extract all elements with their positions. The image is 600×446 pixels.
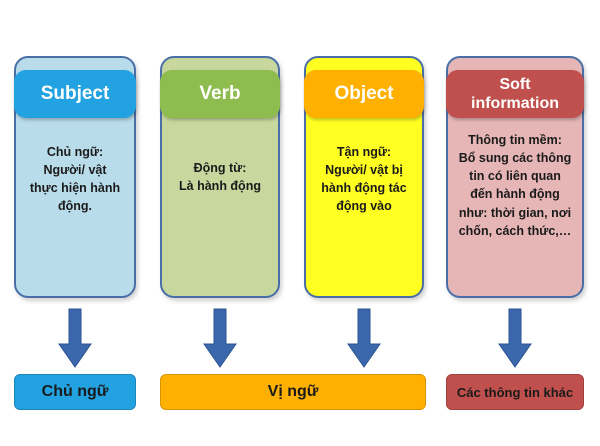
others-bottom-label: Các thông tin khác (446, 374, 584, 410)
object-header: Object (304, 70, 424, 118)
others-bottom-text: Các thông tin khác (456, 384, 574, 400)
verb-header: Verb (160, 70, 280, 118)
arrow-down-icon (498, 308, 532, 368)
soft-information-header: Soft information (446, 70, 584, 118)
subject-description: Chủ ngữ: Người/ vật thực hiện hành động. (18, 143, 132, 216)
verb-line-2: Là hành động (179, 179, 261, 194)
subject-bottom-text: Chủ ngữ (41, 383, 109, 400)
object-header-label: Object (334, 83, 394, 104)
subject-header-label: Subject (40, 83, 110, 104)
subject-line-4: động. (57, 199, 92, 214)
verb-description: Động từ: Là hành động (164, 159, 276, 195)
soft-information-line-5: như: thời gian, nơi (458, 205, 572, 220)
predicate-bottom-label: Vị ngữ (160, 374, 426, 410)
soft-information-line-1: Thông tin mềm: (468, 133, 562, 147)
soft-information-header-line-1: Soft (499, 75, 531, 93)
arrow-down-icon (58, 308, 92, 368)
object-line-3: hành động tác (321, 181, 407, 196)
subject-line-1: Chủ ngữ: (46, 145, 104, 159)
object-description: Tận ngữ: Người/ vật bị hành động tác độn… (308, 143, 420, 216)
soft-information-line-6: chốn, cách thức,… (458, 223, 572, 238)
verb-line-1: Động từ: (193, 161, 247, 175)
soft-information-line-2: Bổ sung các thông (458, 151, 572, 166)
subject-line-2: Người/ vật (43, 163, 107, 178)
predicate-bottom-text: Vị ngữ (267, 383, 319, 400)
subject-line-3: thực hiện hành (29, 181, 121, 196)
soft-information-line-4: đến hành động (470, 187, 560, 202)
arrow-down-icon (203, 308, 237, 368)
object-line-2: Người/ vật bị (325, 163, 403, 178)
verb-header-label: Verb (199, 83, 241, 104)
soft-information-header-line-2: information (471, 95, 559, 112)
soft-information-description: Thông tin mềm: Bổ sung các thông tin có … (450, 131, 580, 240)
object-line-1: Tận ngữ: (336, 145, 392, 159)
soft-information-line-3: tin có liên quan (469, 169, 561, 184)
subject-header: Subject (14, 70, 136, 118)
arrow-down-icon (347, 308, 381, 368)
subject-bottom-label: Chủ ngữ (14, 374, 136, 410)
object-line-4: động vào (336, 199, 392, 214)
